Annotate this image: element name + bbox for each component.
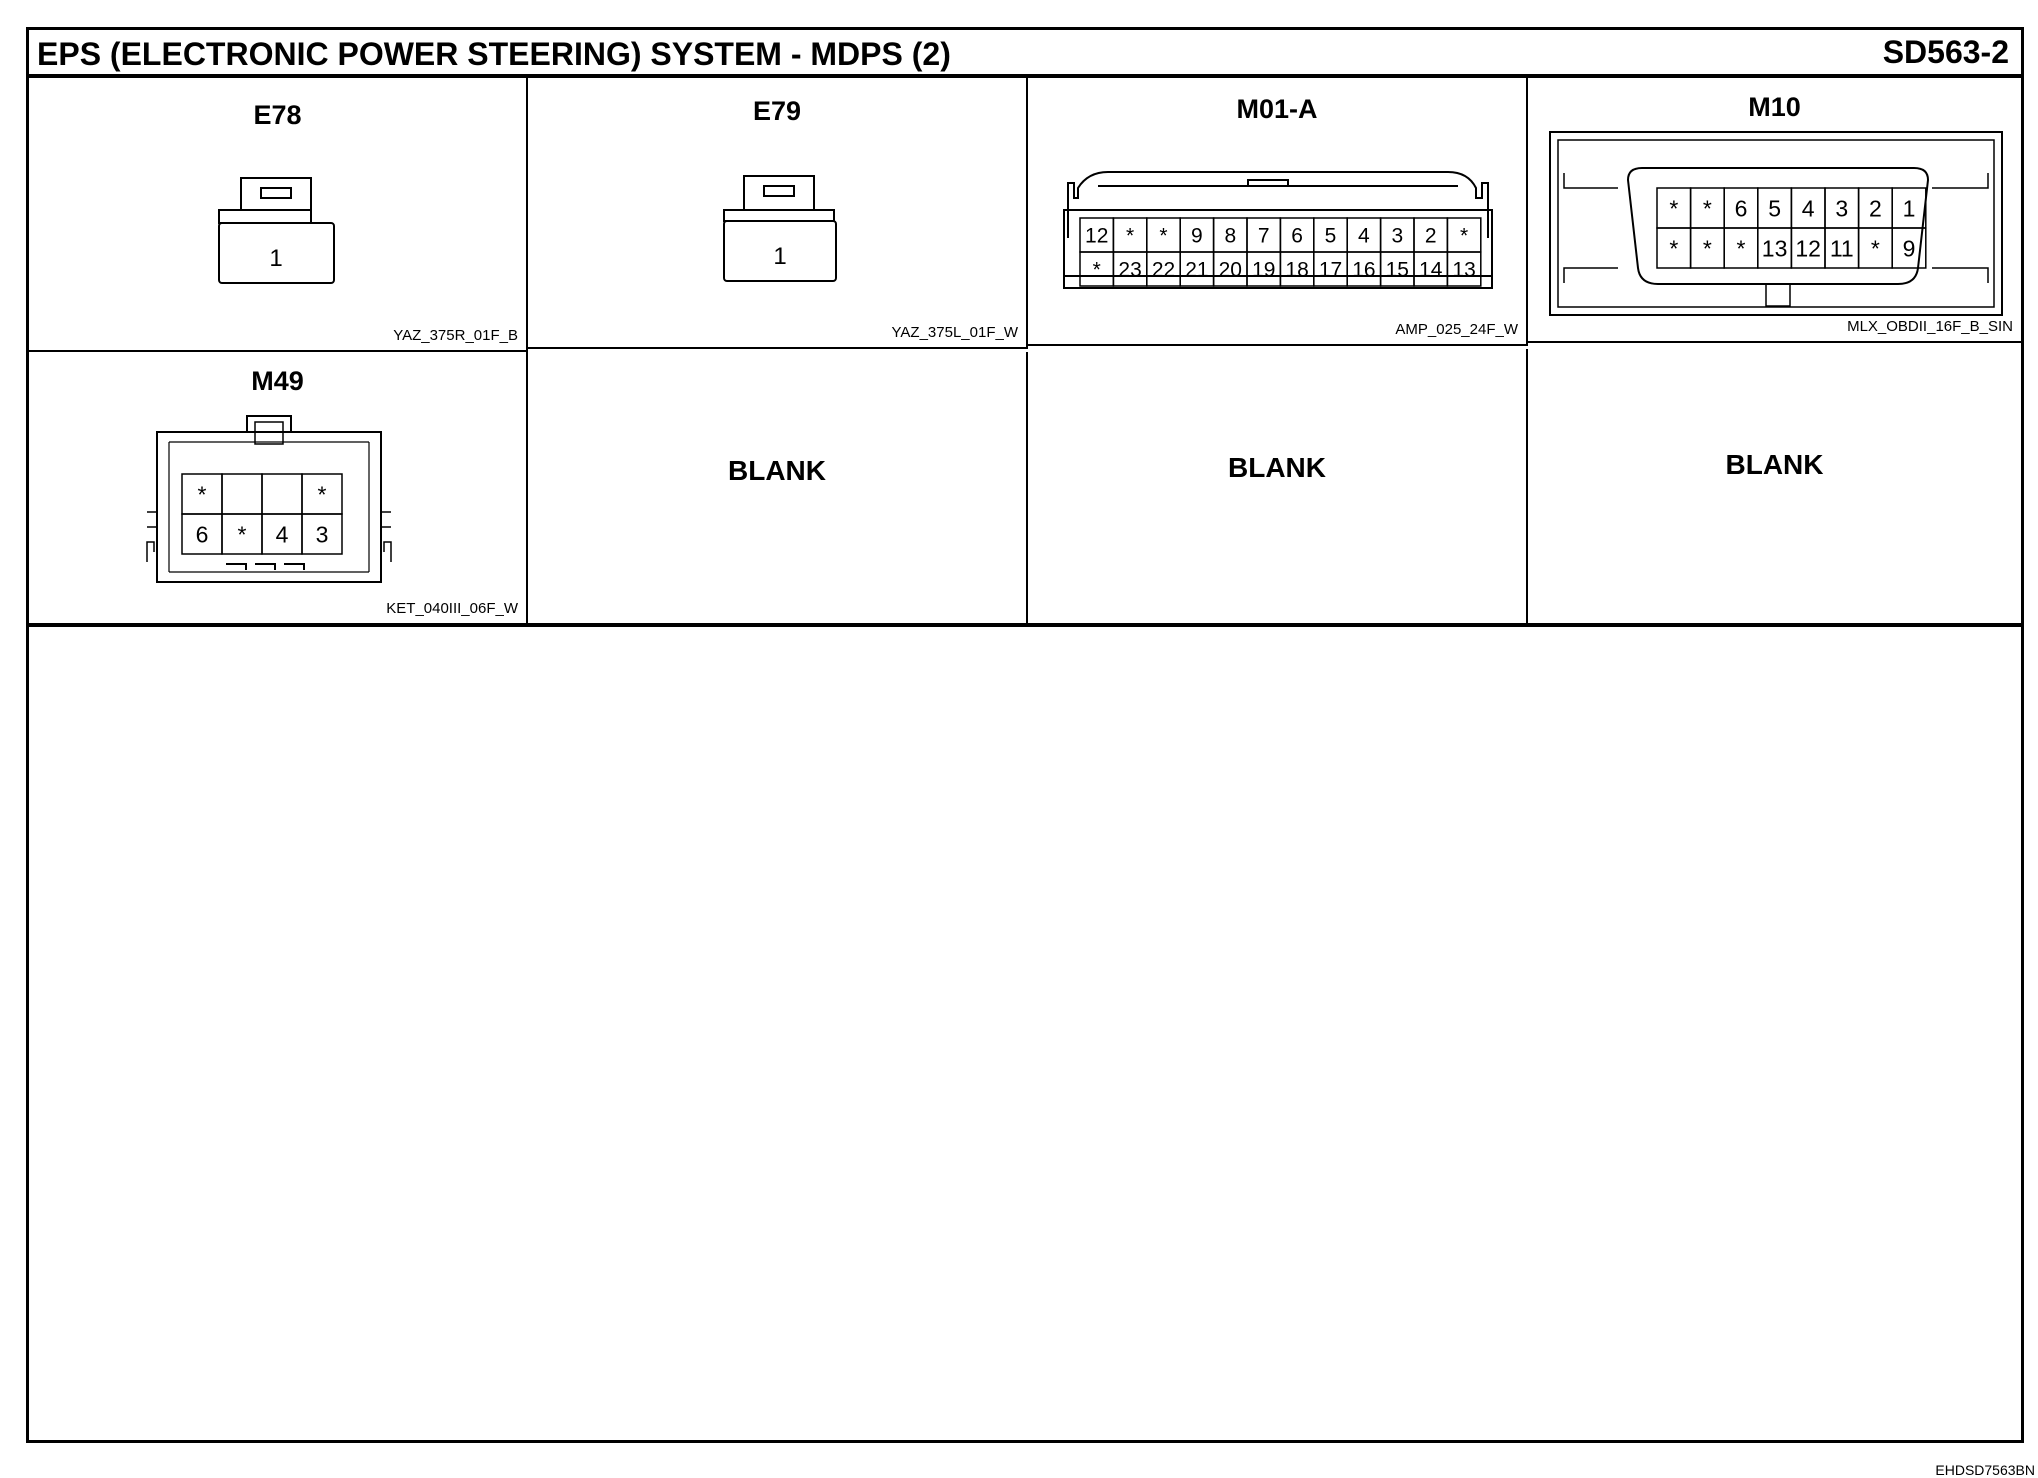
header: EPS (ELECTRONIC POWER STEERING) SYSTEM -… xyxy=(29,30,2021,78)
connector-m49-drawing: * * 6 * 4 3 xyxy=(146,415,392,583)
pin-label: 18 xyxy=(1285,259,1308,282)
pin-label: 12 xyxy=(1085,225,1108,248)
pin-label: 7 xyxy=(1258,225,1270,248)
pin-label: 21 xyxy=(1185,259,1208,282)
connector-name: M49 xyxy=(251,366,304,396)
pin-label: 9 xyxy=(1191,225,1203,248)
pin-label: 6 xyxy=(1735,195,1748,221)
pin-label: 6 xyxy=(196,521,209,547)
pin-label: 13 xyxy=(1452,259,1475,282)
pin-label: * xyxy=(1460,225,1468,248)
pin-label: 12 xyxy=(1795,235,1821,261)
pin-label: * xyxy=(1737,235,1746,261)
blank-cell-3: BLANK xyxy=(1528,346,2021,625)
pin-label: 1 xyxy=(773,243,786,270)
connector-cell-e78: E78 1 YAZ_375R_01F_B xyxy=(29,78,528,352)
connector-e78-drawing: 1 xyxy=(218,177,335,284)
pin-label: * xyxy=(1669,195,1678,221)
pin-cavity xyxy=(301,513,343,555)
pin-label: 4 xyxy=(1802,195,1815,221)
pin-label: 5 xyxy=(1768,195,1781,221)
pin-label: 19 xyxy=(1252,259,1275,282)
pin-label: 3 xyxy=(1835,195,1848,221)
blank-label: BLANK xyxy=(728,455,826,486)
pin-label: * xyxy=(1703,195,1712,221)
pin-label: * xyxy=(1126,225,1134,248)
pin-label: 9 xyxy=(1903,235,1916,261)
part-number: YAZ_375L_01F_W xyxy=(891,324,1018,341)
pin-label: 14 xyxy=(1419,259,1443,282)
pin-label: * xyxy=(318,481,327,507)
pin-label: 16 xyxy=(1352,259,1375,282)
connector-name: E78 xyxy=(253,100,302,130)
part-number: YAZ_375R_01F_B xyxy=(393,327,518,344)
pin-label: * xyxy=(238,521,247,547)
pin-label: 1 xyxy=(269,245,282,272)
connector-cell-e79: E79 1 YAZ_375L_01F_W xyxy=(528,78,1028,349)
pin-label: 15 xyxy=(1386,259,1409,282)
pin-label: 6 xyxy=(1291,225,1303,248)
page-title: EPS (ELECTRONIC POWER STEERING) SYSTEM -… xyxy=(37,36,951,72)
connector-e79-drawing: 1 xyxy=(723,175,837,282)
pin-label: 2 xyxy=(1869,195,1882,221)
pin-label: 5 xyxy=(1325,225,1337,248)
pin-label: 1 xyxy=(1903,195,1916,221)
pin-label: 2 xyxy=(1425,225,1437,248)
pin-cavity xyxy=(221,473,263,515)
pin-label: 3 xyxy=(316,521,329,547)
pin-label: * xyxy=(198,481,207,507)
connector-cell-m49: M49 * * 6 * 4 3 KET_040III_06F_W xyxy=(29,352,528,625)
pin-cavity xyxy=(261,473,303,515)
pin-label: 22 xyxy=(1152,259,1175,282)
pin-label: * xyxy=(1669,235,1678,261)
pin-label: * xyxy=(1703,235,1712,261)
blank-cell-1: BLANK xyxy=(528,352,1028,625)
connector-name: M01-A xyxy=(1236,94,1318,124)
pin-label: * xyxy=(1093,259,1101,282)
pin-label: 17 xyxy=(1319,259,1342,282)
pin-label: 4 xyxy=(276,521,289,547)
pin-label: 13 xyxy=(1762,235,1788,261)
pin-label: 23 xyxy=(1118,259,1141,282)
blank-label: BLANK xyxy=(1725,449,1824,480)
diagram-sheet: EPS (ELECTRONIC POWER STEERING) SYSTEM -… xyxy=(26,27,2035,1478)
pin-label: 8 xyxy=(1224,225,1236,248)
blank-label: BLANK xyxy=(1228,452,1326,483)
pin-cavity xyxy=(1891,227,1927,269)
connector-name: M10 xyxy=(1748,92,1801,122)
pin-label: 20 xyxy=(1219,259,1242,282)
pin-label: * xyxy=(1159,225,1167,248)
pin-label: * xyxy=(1871,235,1880,261)
pin-label: 3 xyxy=(1391,225,1403,248)
part-number: KET_040III_06F_W xyxy=(386,600,518,617)
pin-label: 4 xyxy=(1358,225,1370,248)
blank-cell-2: BLANK xyxy=(1028,349,1528,625)
sheet-code: SD563-2 xyxy=(1882,34,2009,70)
connector-name: E79 xyxy=(752,96,802,126)
footer-code: EHDSD7563BN xyxy=(1935,1462,2035,1478)
part-number: MLX_OBDII_16F_B_SIN xyxy=(1847,318,2013,335)
part-number: AMP_025_24F_W xyxy=(1395,321,1518,338)
connector-grid: E78 1 YAZ_375R_01F_B E79 1 YAZ_375L_01F_… xyxy=(29,78,2021,627)
pin-cavity xyxy=(1446,251,1482,287)
pin-label: 11 xyxy=(1830,235,1854,261)
